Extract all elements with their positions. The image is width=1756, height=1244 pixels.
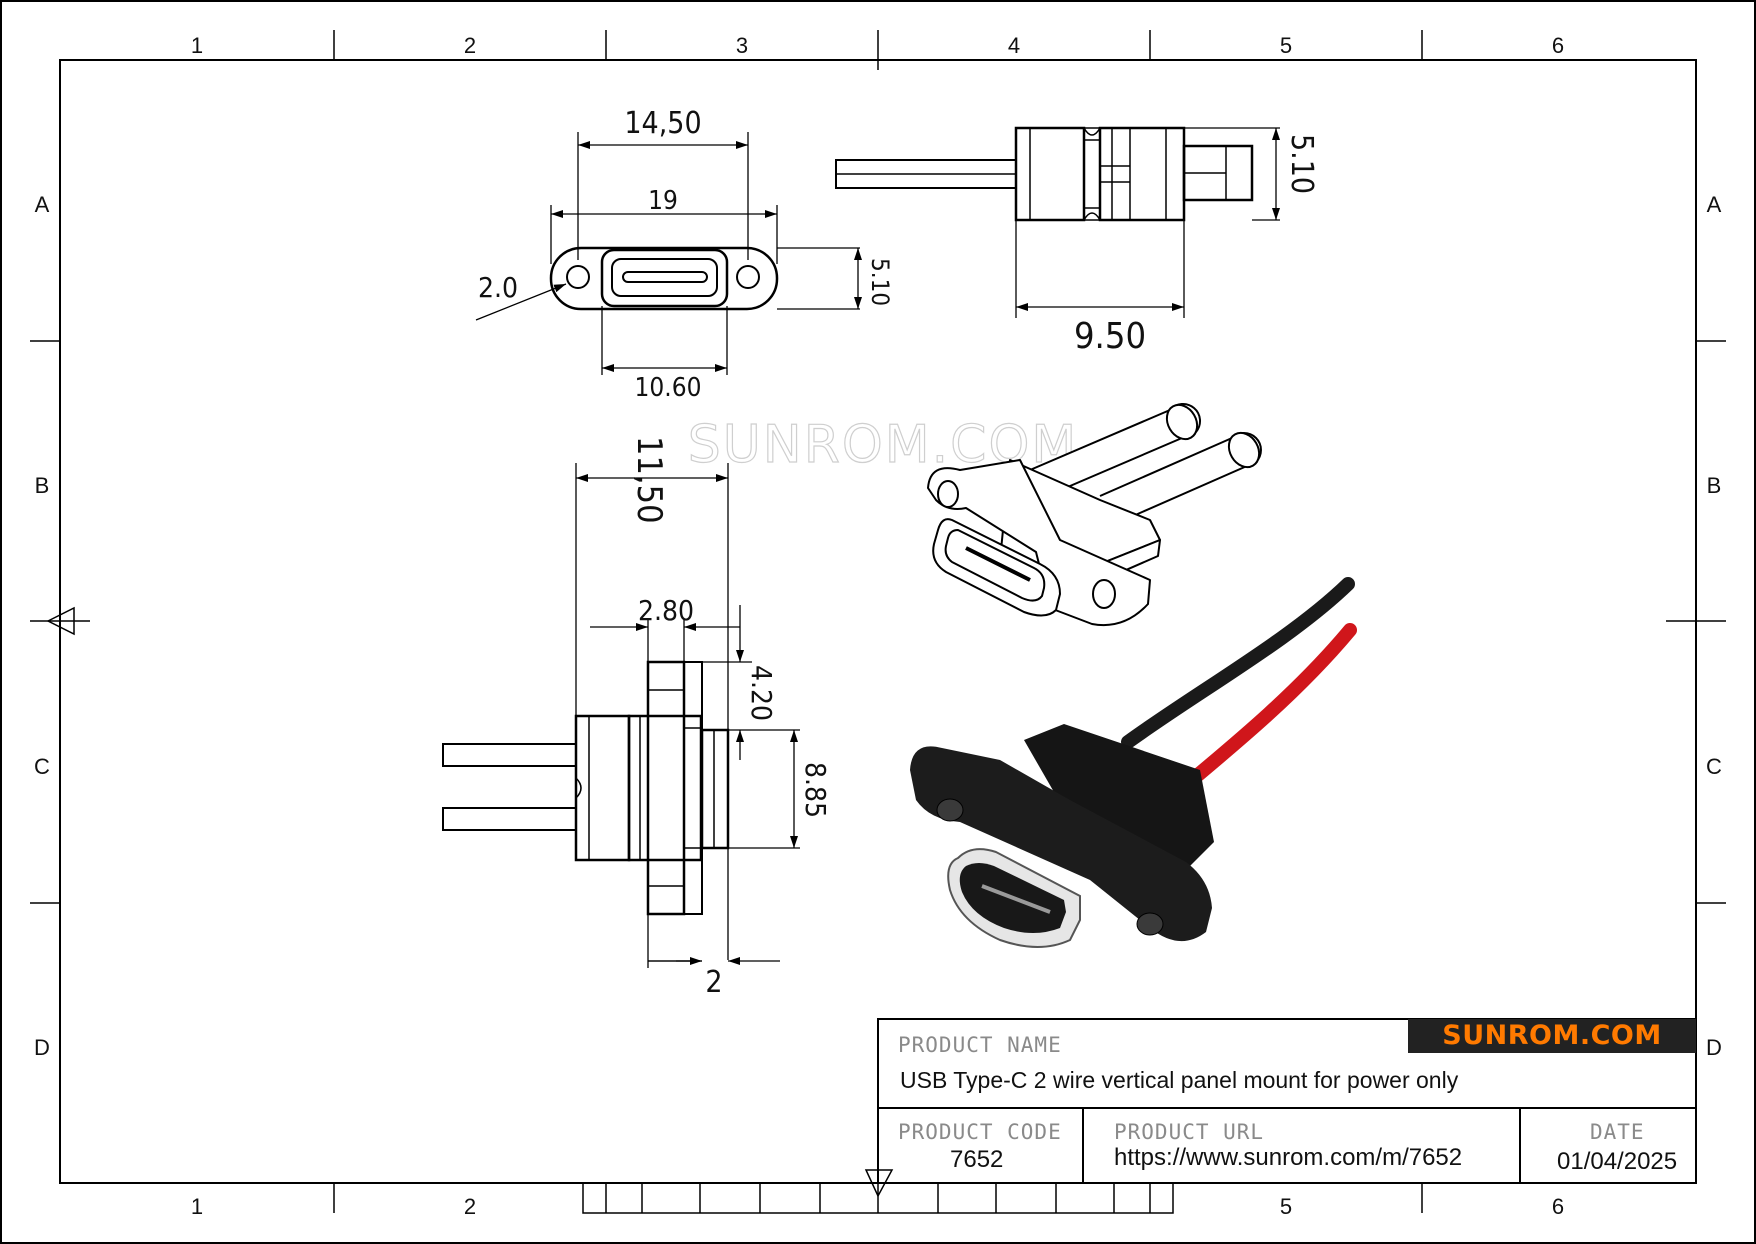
row-label-right: D (1706, 1035, 1722, 1060)
photo-usb-tongue (981, 884, 1051, 914)
row-label-right: C (1706, 754, 1722, 779)
top-wire-pin-2 (442, 807, 577, 831)
product-code-label: PRODUCT CODE (898, 1120, 1062, 1144)
connector-rear-block (1024, 724, 1214, 886)
red-wire (1173, 623, 1357, 797)
sunrom-logo: SUNROM.COM (1408, 1019, 1696, 1053)
inner-border (59, 59, 1697, 1184)
row-ticks (30, 340, 1726, 904)
col-label-bottom: 5 (1280, 1194, 1292, 1219)
col-label-bottom: 1 (191, 1194, 203, 1219)
dim-2-80: 2.80 (638, 594, 694, 627)
dim-11-50: 11,50 (629, 436, 669, 524)
front-view: 14,50 19 2.0 5.10 10.60 (475, 106, 894, 403)
product-name: USB Type-C 2 wire vertical panel mount f… (900, 1067, 1459, 1093)
dim-2: 2 (705, 965, 722, 1000)
col-label-top: 2 (464, 33, 476, 58)
side-view: 5.10 9.50 (835, 126, 1319, 357)
scale-bar (582, 1182, 1174, 1214)
product-url[interactable]: https://www.sunrom.com/m/7652 (1114, 1144, 1463, 1171)
row-label-right: A (1707, 192, 1722, 217)
connector-flange (910, 746, 1212, 942)
side-body-rear (1014, 126, 1086, 222)
dim-10-60: 10.60 (635, 373, 702, 403)
product-photo (910, 577, 1357, 948)
product-code: 7652 (950, 1146, 1004, 1173)
col-label-bottom: 6 (1552, 1194, 1564, 1219)
col-label-top: 1 (191, 33, 203, 58)
top-flange (646, 660, 686, 916)
col-label-top: 3 (736, 33, 748, 58)
mount-hole-left (566, 265, 590, 289)
dim-5-10-side: 5.10 (1284, 134, 1319, 194)
usb-c-tongue (622, 271, 708, 283)
row-label-left: A (35, 192, 50, 217)
top-receptacle (700, 728, 730, 850)
dim-4-20: 4.20 (745, 665, 778, 721)
title-block (877, 1018, 1697, 1184)
row-label-left: D (34, 1035, 50, 1060)
receptacle-shell (611, 258, 718, 297)
zone-labels: 1 2 3 4 5 6 1 2 5 6 A B C D A B C D (34, 33, 1722, 1219)
photo-hole-left (936, 798, 964, 822)
dim-9-50: 9.50 (1074, 316, 1146, 357)
row-label-left: C (34, 754, 50, 779)
dim-8-85: 8.85 (799, 762, 832, 818)
mount-hole-right (736, 265, 760, 289)
left-center-mark (46, 606, 75, 636)
photo-hole-right (1136, 912, 1164, 936)
dim-19: 19 (648, 186, 678, 216)
date-value: 01/04/2025 (1557, 1148, 1678, 1175)
col-label-top: 4 (1008, 33, 1020, 58)
dim-14-50: 14,50 (624, 106, 701, 141)
isometric-view (927, 403, 1262, 627)
date-label: DATE (1590, 1120, 1645, 1144)
col-label-top: 6 (1552, 33, 1564, 58)
col-label-bottom: 2 (464, 1194, 476, 1219)
column-ticks (333, 30, 1423, 1213)
top-wire-pin-1 (442, 743, 577, 767)
product-url-label: PRODUCT URL (1114, 1120, 1265, 1144)
row-label-right: B (1707, 473, 1722, 498)
col-label-top: 5 (1280, 33, 1292, 58)
dim-5-10-front: 5.10 (866, 258, 894, 306)
flange-outline (549, 246, 779, 311)
top-body-rear (574, 714, 631, 862)
row-label-left: B (35, 473, 50, 498)
product-name-label: PRODUCT NAME (898, 1033, 1062, 1057)
dim-2-0: 2.0 (478, 271, 518, 304)
black-wire (1121, 577, 1355, 749)
receptacle-body (600, 248, 729, 308)
top-view: 11,50 2.80 4.20 8.85 2 (442, 436, 832, 1000)
top-flange-lip (683, 661, 703, 915)
